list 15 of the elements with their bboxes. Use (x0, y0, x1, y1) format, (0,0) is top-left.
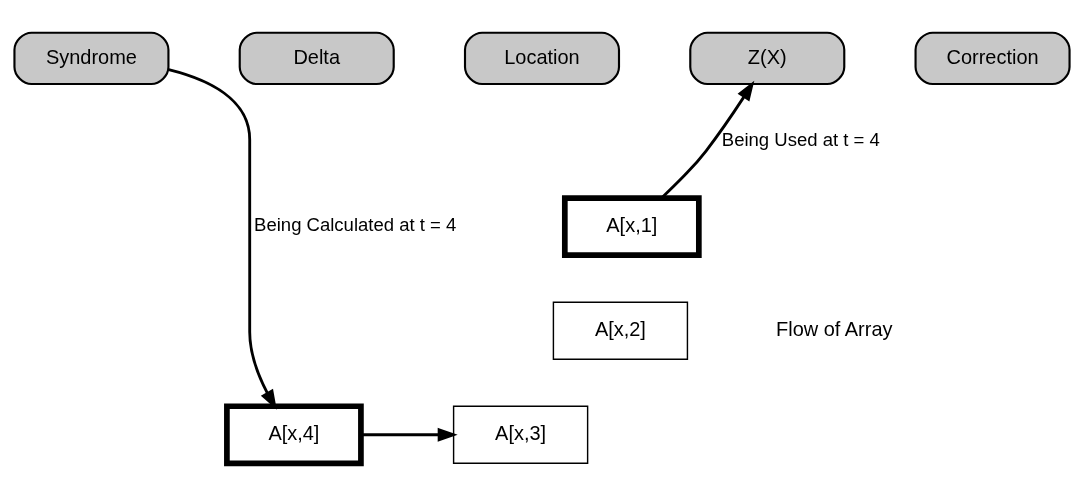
edge-label: Being Used at t = 4 (721, 128, 880, 150)
arrow (660, 80, 755, 199)
label: Flow of Array (776, 317, 893, 340)
node-box: A[x,3] (452, 405, 589, 464)
node-box: Syndrome (13, 31, 170, 86)
node-box: Delta (238, 31, 395, 86)
node-box: Z(X) (689, 31, 846, 86)
arrow (361, 427, 458, 442)
node-box: A[x,4] (224, 403, 364, 467)
node-box: Correction (914, 31, 1071, 86)
node-box: A[x,2] (552, 301, 689, 360)
edge-label: Being Calculated at t = 4 (254, 214, 457, 236)
node-box: A[x,1] (561, 195, 702, 258)
node-box: Location (463, 31, 621, 86)
arrow (168, 68, 277, 410)
